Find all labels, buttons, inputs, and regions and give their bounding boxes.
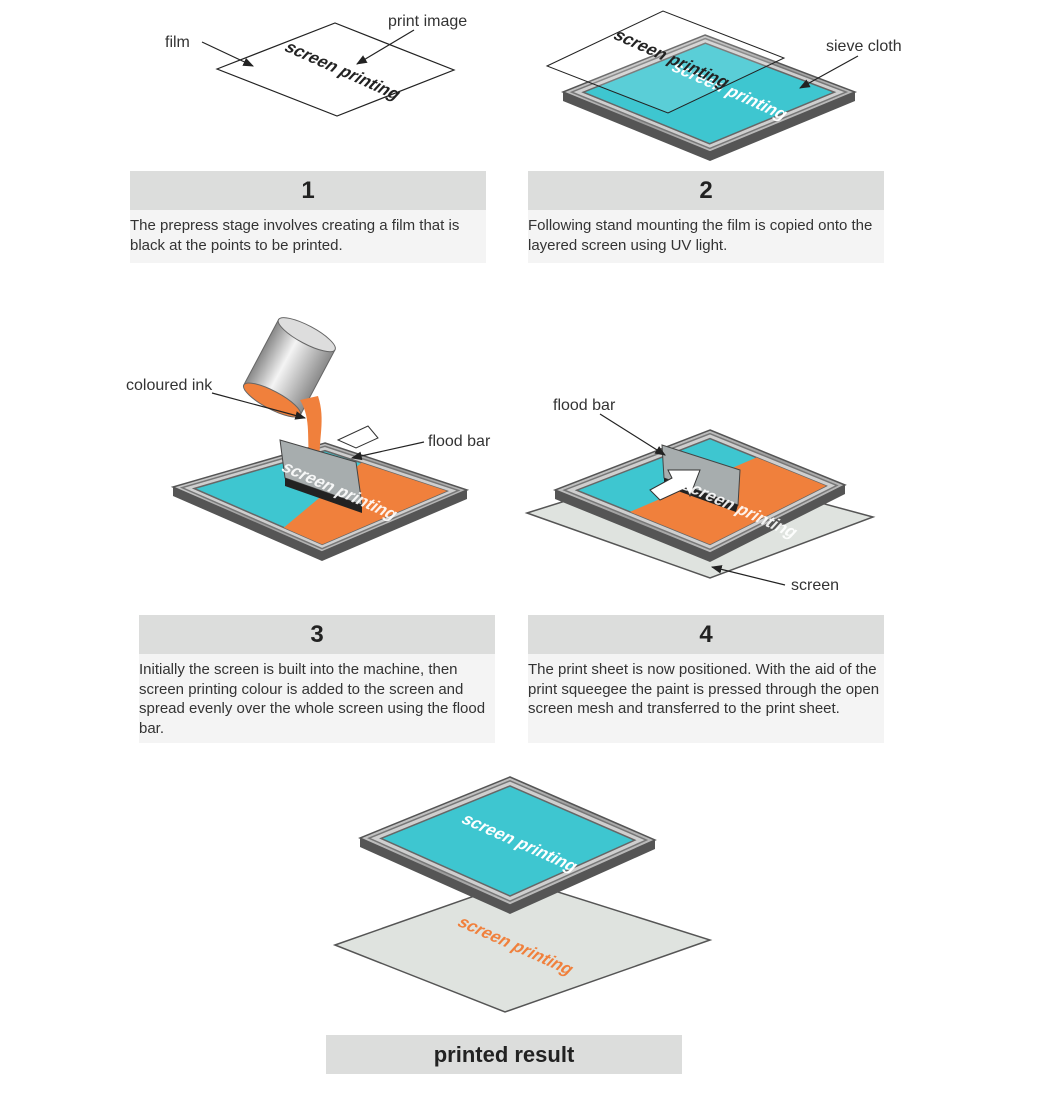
sieve-cloth — [379, 785, 637, 897]
arrow — [799, 55, 859, 89]
arrow — [350, 441, 425, 461]
step-4-description: The print sheet is now positioned. With … — [528, 654, 884, 743]
step-1-number: 1 — [130, 171, 486, 210]
flood-bar-icon — [279, 425, 379, 513]
frame-side — [173, 487, 467, 561]
step-2-description: Following stand mounting the film is cop… — [528, 210, 884, 263]
label-flood-bar: flood bar — [428, 433, 491, 450]
result-title: printed result — [326, 1035, 682, 1074]
label-film: film — [165, 34, 190, 51]
arrow — [710, 565, 786, 586]
arrow — [356, 29, 415, 65]
print-sheet — [332, 879, 713, 1013]
label-screen: screen — [791, 577, 839, 594]
ink-area — [283, 462, 447, 545]
film-sheet: screen printing — [215, 22, 456, 117]
film-overlay: screen printing — [545, 10, 786, 114]
flood-bar-icon — [649, 444, 741, 512]
label-print-image: print image — [388, 13, 467, 30]
step-3-number: 3 — [139, 615, 495, 654]
label-flood-bar: flood bar — [553, 397, 616, 414]
arrow — [201, 41, 254, 67]
label-sieve-cloth: sieve cloth — [826, 38, 902, 55]
step-4-number: 4 — [528, 615, 884, 654]
arrow — [599, 413, 666, 456]
ink-can-icon — [242, 317, 336, 462]
arrow — [211, 392, 307, 420]
step-1-description: The prepress stage involves creating a f… — [130, 210, 486, 263]
step-3-description: Initially the screen is built into the m… — [139, 654, 495, 743]
step-2-number: 2 — [528, 171, 884, 210]
label-coloured-ink: coloured ink — [126, 377, 213, 394]
